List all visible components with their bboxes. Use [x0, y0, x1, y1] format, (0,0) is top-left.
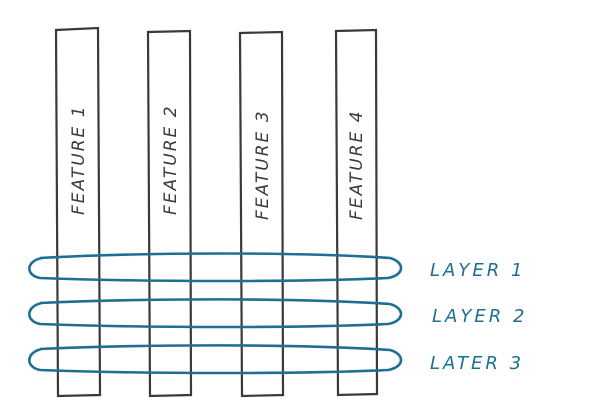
feature-label-4: FEATURE 4: [347, 109, 367, 220]
feature-column-1: FEATURE 1: [54, 26, 102, 398]
feature-column-3: FEATURE 3: [238, 30, 285, 398]
feature-column-4: FEATURE 4: [334, 28, 379, 397]
feature-label-3: FEATURE 3: [253, 109, 273, 220]
feature-label-1: FEATURE 1: [69, 104, 89, 215]
layer-label-3: LATER 3: [430, 353, 524, 374]
layer-1: LAYER 1: [28, 252, 525, 283]
layer-label-1: LAYER 1: [430, 260, 525, 281]
feature-column-2: FEATURE 2: [146, 29, 193, 398]
layer-2: LAYER 2: [28, 298, 527, 329]
layer-label-2: LAYER 2: [432, 306, 527, 327]
feature-label-2: FEATURE 2: [161, 104, 181, 215]
layer-3: LATER 3: [28, 344, 524, 375]
